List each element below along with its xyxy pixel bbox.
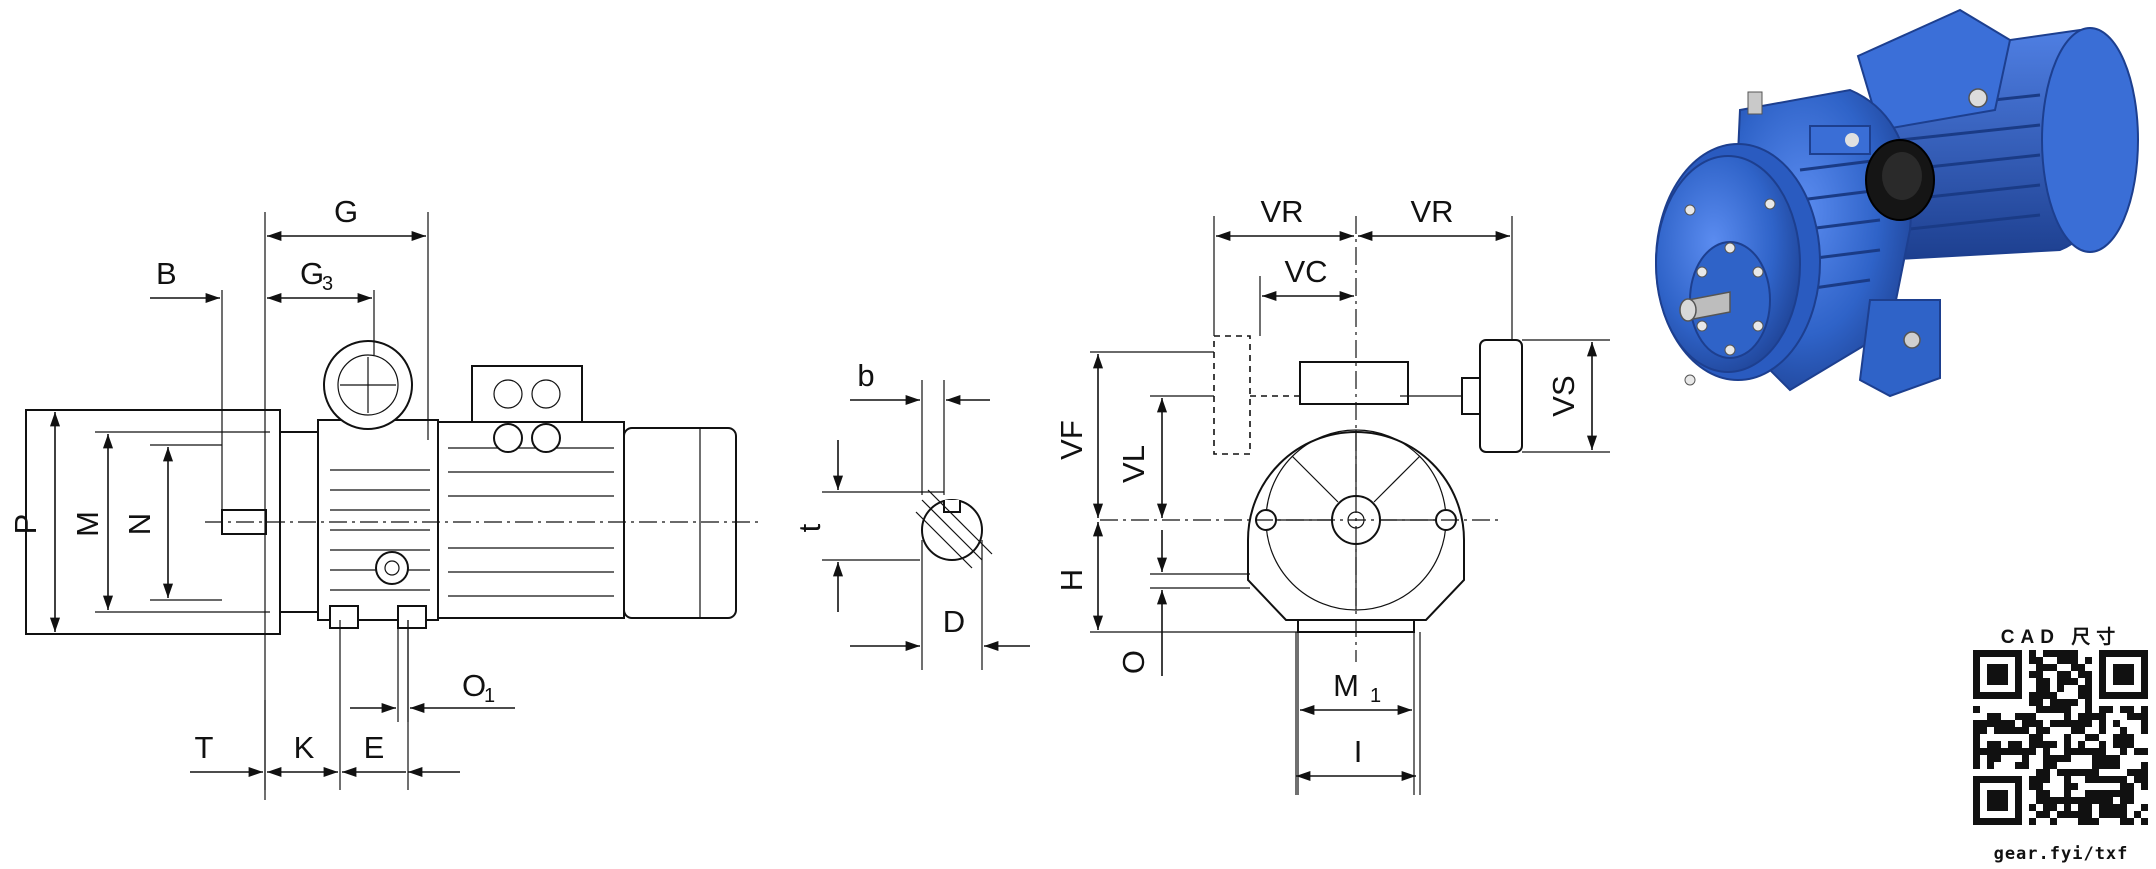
photo-knob <box>1809 125 1935 221</box>
foot-left <box>329 605 359 629</box>
photo-motor <box>1856 8 2139 262</box>
qr-caption-top: CAD 尺寸 <box>2000 627 2122 648</box>
foot-right <box>397 605 427 629</box>
dim-M: M <box>70 511 105 537</box>
end-knob-left-alt <box>1213 335 1251 455</box>
dim-b: b <box>857 358 874 393</box>
dim-B: B <box>156 256 177 291</box>
photo-housing <box>1728 88 1941 398</box>
dim-O1: O <box>462 668 486 703</box>
dim-M1-subscript: 1 <box>1370 685 1381 707</box>
shaft-section: b t D <box>792 358 1030 670</box>
dim-VC: VC <box>1284 254 1327 289</box>
dim-I: I <box>1354 734 1363 769</box>
adjusting-screw <box>375 551 409 585</box>
qr-caption-bottom: gear.fyi/txf <box>1993 844 2129 864</box>
variator-housing <box>317 419 439 621</box>
qr-code <box>1973 650 2148 825</box>
keyway <box>943 500 961 513</box>
side-view: G G 3 B P M N T K E <box>8 194 760 800</box>
knob <box>323 340 413 430</box>
photo-flange <box>1655 143 1821 386</box>
dim-K: K <box>294 730 315 765</box>
dim-G: G <box>334 194 358 229</box>
dim-VR-right: VR <box>1410 194 1453 229</box>
dim-D: D <box>943 604 965 639</box>
dim-VL: VL <box>1116 445 1151 483</box>
dim-P: P <box>8 514 43 535</box>
dim-N: N <box>122 513 157 535</box>
end-top-box <box>1299 361 1409 405</box>
motor-body <box>437 421 625 619</box>
dim-t: t <box>792 523 827 532</box>
fan-cover <box>623 427 737 619</box>
dim-O1-subscript: 1 <box>484 685 495 707</box>
dim-E: E <box>364 730 385 765</box>
dim-G3-subscript: 3 <box>322 273 333 295</box>
dim-T: T <box>195 730 214 765</box>
dim-O: O <box>1116 650 1151 674</box>
terminal-box <box>471 365 583 423</box>
dim-VS: VS <box>1546 375 1581 416</box>
dim-VR-left: VR <box>1260 194 1303 229</box>
end-view: VR VR VC VF VL H O VS M 1 <box>1054 194 1610 795</box>
motor-fins <box>448 447 614 597</box>
dim-M1: M <box>1333 668 1359 703</box>
dim-G3: G <box>300 256 324 291</box>
product-photo <box>1655 8 2139 398</box>
end-knob-right <box>1479 339 1523 453</box>
dim-H: H <box>1054 569 1089 591</box>
dim-VF: VF <box>1054 420 1089 460</box>
